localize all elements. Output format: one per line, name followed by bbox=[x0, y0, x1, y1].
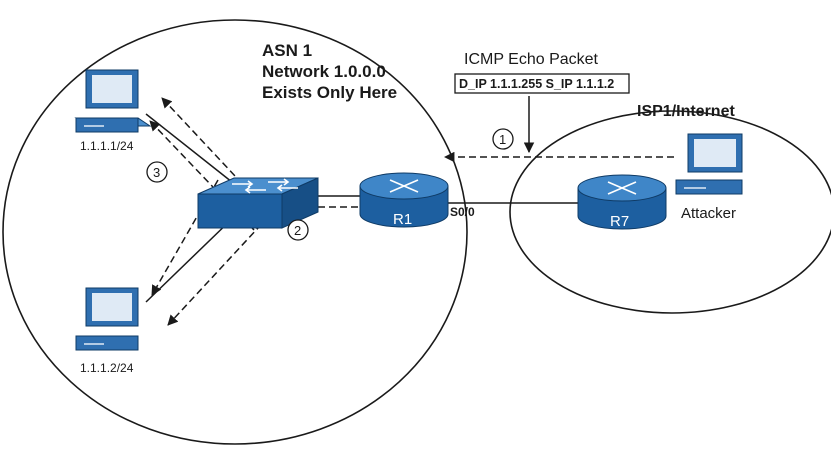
isp-label: ISP1/Internet bbox=[637, 103, 735, 120]
asn-network: Network 1.0.0.0 bbox=[262, 62, 386, 81]
router-r1-interface: S0/0 bbox=[450, 205, 475, 219]
step-marker-2: 2 bbox=[287, 219, 309, 241]
step-marker-3: 3 bbox=[146, 161, 168, 183]
host2-ip: 1.1.1.2/24 bbox=[80, 361, 134, 375]
attacker-label: Attacker bbox=[681, 205, 736, 222]
switch-icon bbox=[197, 177, 319, 229]
asn-note: Exists Only Here bbox=[262, 83, 397, 102]
isp-boundary bbox=[509, 110, 831, 314]
router-r7-name: R7 bbox=[610, 213, 629, 230]
asn1-boundary bbox=[2, 19, 468, 445]
step-1-label: 1 bbox=[499, 132, 506, 147]
packet-title: ICMP Echo Packet bbox=[464, 51, 599, 68]
switch-host1-link bbox=[145, 113, 238, 187]
packet-header: D_IP 1.1.1.255 S_IP 1.1.1.2 bbox=[459, 77, 614, 91]
host1-ip: 1.1.1.1/24 bbox=[80, 139, 134, 153]
host2-computer-icon bbox=[75, 287, 139, 351]
router-r1-name: R1 bbox=[393, 211, 412, 228]
step-2-label: 2 bbox=[294, 223, 301, 238]
router-r7-icon bbox=[577, 174, 667, 230]
host1-computer-icon bbox=[74, 69, 152, 133]
step-3-label: 3 bbox=[153, 165, 160, 180]
attacker-computer-icon bbox=[675, 133, 743, 195]
router-r1-icon bbox=[359, 172, 449, 228]
asn-title: ASN 1 bbox=[262, 41, 312, 60]
step-marker-1: 1 bbox=[492, 128, 514, 150]
packet-header-box bbox=[454, 73, 630, 94]
